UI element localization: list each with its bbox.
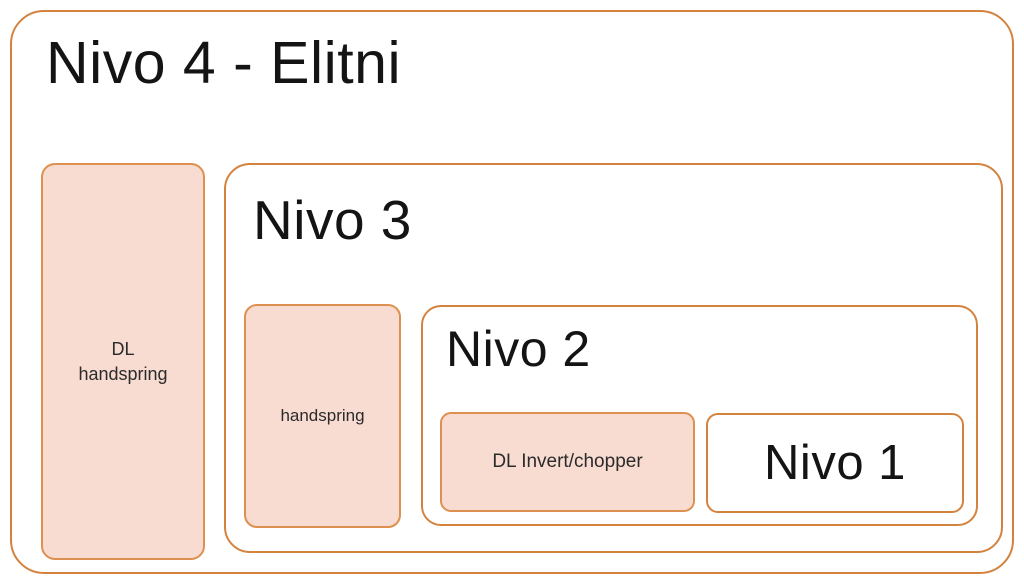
leaf-dl-handspring[interactable]: DL handspring (41, 163, 205, 560)
level-3-title: Nivo 3 (253, 189, 412, 251)
leaf-handspring[interactable]: handspring (244, 304, 401, 528)
level-1-container[interactable]: Nivo 1 (706, 413, 964, 513)
level-4-title: Nivo 4 - Elitni (46, 30, 402, 96)
level-2-container[interactable]: Nivo 2 DL Invert/chopper Nivo 1 (421, 305, 978, 526)
level-3-container[interactable]: Nivo 3 handspring Nivo 2 DL Invert/chopp… (224, 163, 1003, 553)
level-2-title: Nivo 2 (446, 321, 591, 377)
level-4-container[interactable]: Nivo 4 - Elitni DL handspring Nivo 3 han… (10, 10, 1014, 574)
leaf-handspring-label: handspring (280, 406, 365, 425)
leaf-dl-handspring-label: DL handspring (78, 339, 168, 384)
level-1-title: Nivo 1 (764, 435, 906, 490)
leaf-dl-invert-chopper[interactable]: DL Invert/chopper (440, 412, 695, 512)
leaf-dl-invert-chopper-label: DL Invert/chopper (492, 451, 643, 472)
